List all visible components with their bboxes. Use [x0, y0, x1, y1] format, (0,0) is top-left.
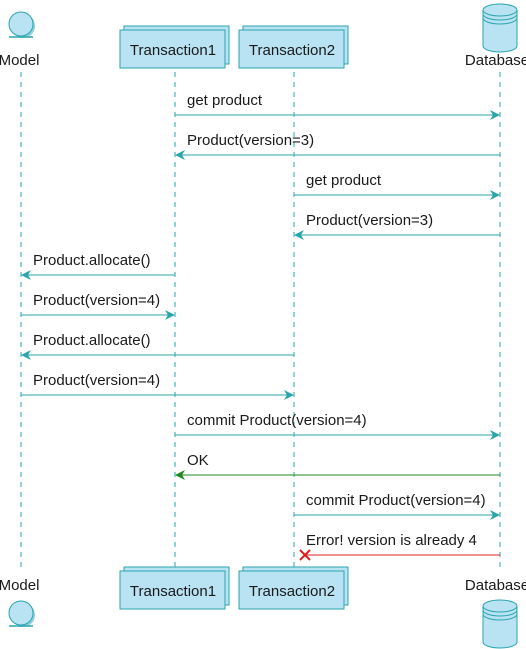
participant-label: Transaction2 [249, 42, 335, 59]
message-label: OK [187, 452, 209, 469]
message-12: Error! version is already 4 [299, 532, 500, 561]
participant-model-bottom: Model [0, 577, 39, 627]
participant-box [119, 570, 226, 610]
participant-t2-top: Transaction2 [238, 25, 349, 69]
participant-label: Transaction1 [130, 583, 216, 600]
message-label: Product.allocate() [33, 332, 151, 349]
message-10: OK [175, 452, 500, 480]
entity-icon [8, 600, 34, 626]
database-icon-ring [482, 13, 518, 21]
participant-label: Database [465, 52, 526, 69]
message-7: Product.allocate() [21, 332, 294, 360]
message-9: commit Product(version=4) [175, 412, 500, 440]
message-5: Product.allocate() [21, 252, 175, 280]
message-label: get product [187, 92, 263, 109]
message-8: Product(version=4) [21, 372, 294, 400]
message-4: Product(version=3) [294, 212, 500, 240]
message-label: Product(version=3) [187, 132, 314, 149]
participant-label: Model [0, 52, 39, 69]
message-label: get product [306, 172, 382, 189]
database-icon-top [482, 3, 518, 17]
database-icon-ring [482, 613, 518, 621]
database-icon [482, 606, 518, 649]
error-cross-icon [299, 549, 311, 561]
participant-box [119, 29, 226, 69]
message-label: Product(version=3) [306, 212, 433, 229]
message-label: commit Product(version=4) [306, 492, 486, 509]
participant-model-top: Model [0, 11, 39, 69]
message-label: Error! version is already 4 [306, 532, 477, 549]
message-label: Product(version=4) [33, 292, 160, 309]
participant-label: Database [465, 577, 526, 594]
message-3: get product [294, 172, 500, 200]
participant-box [238, 570, 345, 610]
database-icon-ring [482, 609, 518, 617]
entity-icon [8, 11, 34, 37]
database-icon [482, 10, 518, 53]
database-icon-top [482, 599, 518, 613]
message-label: commit Product(version=4) [187, 412, 367, 429]
participant-box [238, 29, 345, 69]
participant-db-top: Database [465, 3, 526, 69]
participant-label: Transaction1 [130, 42, 216, 59]
database-icon-ring [482, 17, 518, 25]
participant-label: Transaction2 [249, 583, 335, 600]
participant-t1-top: Transaction1 [119, 25, 230, 69]
message-label: Product.allocate() [33, 252, 151, 269]
message-1: get product [175, 92, 500, 120]
message-11: commit Product(version=4) [294, 492, 500, 520]
message-6: Product(version=4) [21, 292, 175, 320]
message-label: Product(version=4) [33, 372, 160, 389]
participant-t1-bottom: Transaction1 [119, 566, 230, 610]
participant-t2-bottom: Transaction2 [238, 566, 349, 610]
participant-label: Model [0, 577, 39, 594]
participant-db-bottom: Database [465, 577, 526, 649]
message-2: Product(version=3) [175, 132, 500, 160]
